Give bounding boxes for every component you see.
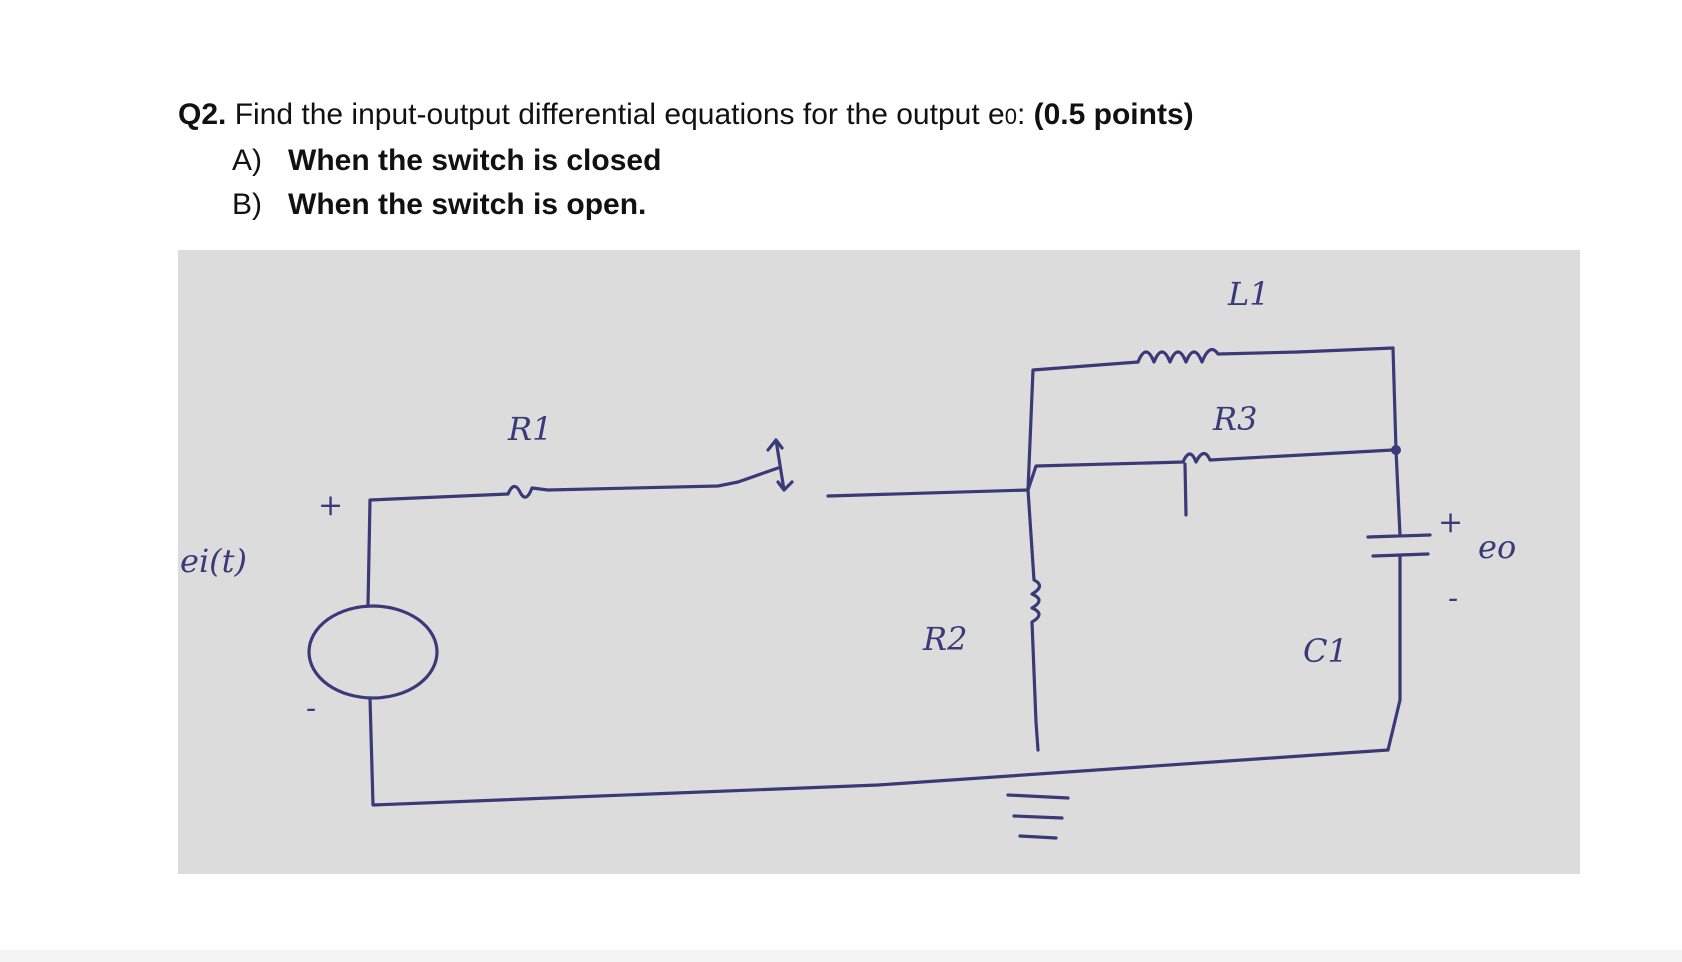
resistor-r3 bbox=[1026, 448, 1395, 492]
question-number: Q2. bbox=[178, 98, 227, 131]
option-b-text: When the switch is open. bbox=[288, 188, 647, 221]
r3-tick bbox=[1183, 462, 1188, 517]
output-subscript: 0 bbox=[1004, 104, 1017, 129]
ground-symbol bbox=[1006, 793, 1070, 840]
question-line: Q2. Find the input-output differential e… bbox=[178, 95, 1194, 137]
label-source-minus: - bbox=[306, 691, 316, 726]
circuit-photo: ei(t) + - R1 R2 R3 L1 C1 + - eo bbox=[178, 250, 1580, 874]
wire-switch-out bbox=[826, 488, 1030, 498]
label-r2: R2 bbox=[922, 620, 967, 658]
wire-bottom bbox=[368, 696, 1390, 807]
resistor-r1 bbox=[506, 480, 740, 499]
wire-source-top bbox=[366, 492, 510, 608]
option-a: A) When the switch is closed bbox=[232, 139, 661, 183]
circuit-diagram: ei(t) + - R1 R2 R3 L1 C1 + - eo bbox=[180, 275, 1516, 840]
resistor-r2 bbox=[1026, 488, 1042, 752]
answer-options: A) When the switch is closed B) When the… bbox=[232, 139, 661, 227]
label-source: ei(t) bbox=[180, 542, 247, 580]
page-bottom-band bbox=[0, 950, 1682, 962]
option-b-letter: B) bbox=[232, 188, 262, 221]
capacitor-c1 bbox=[1366, 448, 1432, 752]
wire-l1-right bbox=[1391, 346, 1398, 452]
wire-to-l1 bbox=[1026, 360, 1140, 492]
switch-blade bbox=[736, 466, 780, 484]
option-a-letter: A) bbox=[232, 144, 262, 177]
label-output: eo bbox=[1478, 528, 1516, 566]
switch-arrow bbox=[766, 438, 794, 492]
label-c1: C1 bbox=[1303, 632, 1348, 670]
inductor-l1 bbox=[1136, 346, 1395, 364]
voltage-source bbox=[307, 604, 439, 700]
label-r1: R1 bbox=[507, 410, 552, 448]
question-text: Find the input-output differential equat… bbox=[226, 98, 1005, 131]
label-out-plus: + bbox=[1438, 505, 1463, 540]
option-a-text: When the switch is closed bbox=[288, 144, 662, 177]
option-b: B) When the switch is open. bbox=[232, 183, 661, 227]
label-l1: L1 bbox=[1227, 275, 1270, 313]
question-colon: : bbox=[1016, 98, 1034, 131]
label-out-minus: - bbox=[1448, 581, 1458, 616]
label-source-plus: + bbox=[318, 488, 343, 523]
question-points: (0.5 points) bbox=[1033, 98, 1194, 131]
label-r3: R3 bbox=[1212, 400, 1257, 438]
